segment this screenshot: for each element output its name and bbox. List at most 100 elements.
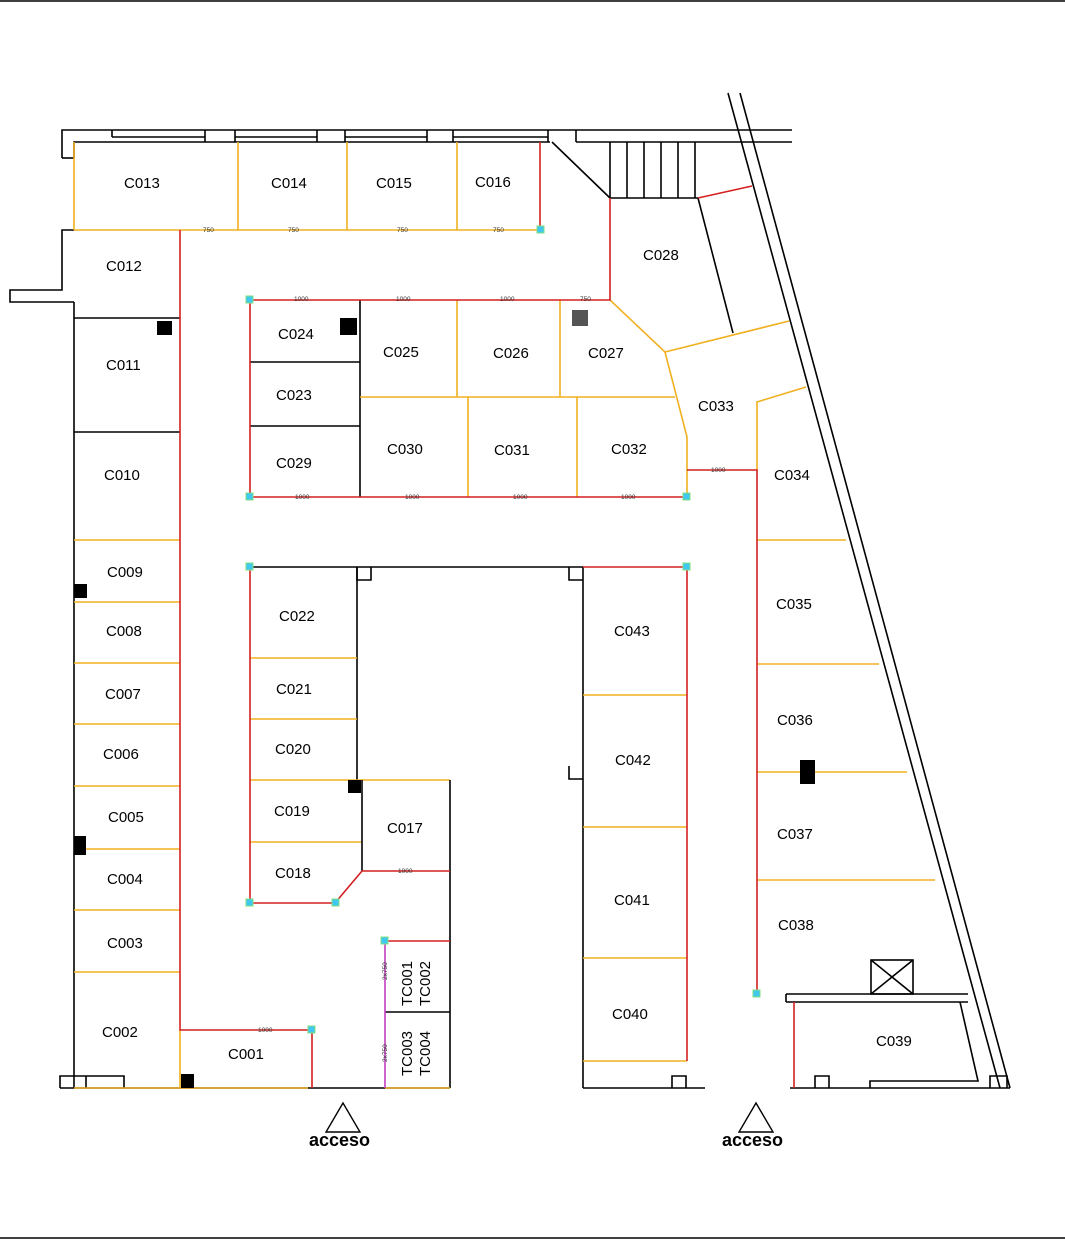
room-label: C036 (777, 712, 813, 729)
dimension-label: 1000 (500, 296, 515, 303)
room-label-rotated: TC004 (417, 1031, 434, 1076)
room-label: C030 (387, 441, 423, 458)
room-label: C032 (611, 441, 647, 458)
pillar (157, 321, 172, 335)
room-label: C016 (475, 174, 511, 191)
route-node (245, 562, 254, 571)
pillar (572, 310, 588, 326)
room-label-rotated: TC002 (417, 961, 434, 1006)
dimension-label: 1000 (258, 1027, 273, 1034)
dimension-label: 1000 (405, 494, 420, 501)
room-label: C021 (276, 681, 312, 698)
dimension-label: 1000 (513, 494, 528, 501)
room-label: C002 (102, 1024, 138, 1041)
pillar (348, 780, 361, 793)
pillar (74, 836, 86, 855)
route-node (380, 936, 389, 945)
pillar (181, 1074, 194, 1088)
east-partitions (664, 185, 980, 1088)
room-label: C043 (614, 623, 650, 640)
pillar (74, 584, 87, 598)
dimension-label: 1000 (398, 868, 413, 875)
pillar (340, 318, 357, 335)
room-label: C003 (107, 935, 143, 952)
room-label: C023 (276, 387, 312, 404)
room-label: C028 (643, 247, 679, 264)
west-row-partitions (73, 142, 181, 1089)
entrance-label: acceso (309, 1130, 370, 1150)
room-label: C006 (103, 746, 139, 763)
route-node (331, 898, 340, 907)
room-label: C015 (376, 175, 412, 192)
dimension-label: 1000 (396, 296, 411, 303)
evacuation-route (179, 142, 758, 1088)
dimension-label: 750 (203, 227, 214, 234)
room-label-rotated: TC003 (399, 1031, 416, 1076)
room-label: C018 (275, 865, 311, 882)
entrance-east: acceso (722, 1101, 783, 1150)
route-node (682, 562, 691, 571)
entrance-triangle-icon (737, 1101, 775, 1133)
room-label: C039 (876, 1033, 912, 1050)
room-label: C029 (276, 455, 312, 472)
room-label: C011 (106, 357, 141, 374)
room-label: C004 (107, 871, 143, 888)
room-label: C037 (777, 826, 813, 843)
room-label: C019 (274, 803, 310, 820)
south-west-block (180, 566, 583, 1089)
dimension-label: 2x750 (382, 962, 389, 980)
room-label: C001 (228, 1046, 264, 1063)
dimension-label: 1000 (294, 296, 309, 303)
room-label: C033 (698, 398, 734, 415)
dimension-label: 750 (397, 227, 408, 234)
pillar (800, 760, 815, 784)
room-label: C034 (774, 467, 810, 484)
room-label: C017 (387, 820, 423, 837)
route-node (245, 898, 254, 907)
room-label: C027 (588, 345, 624, 362)
dimension-label: 2x750 (382, 1044, 389, 1062)
room-labels: C013 C014 C015 C016 C012 C011 C010 C009 … (102, 174, 912, 1076)
south-east-block (568, 567, 687, 1088)
room-label: C026 (493, 345, 529, 362)
room-label: C012 (106, 258, 142, 275)
entrance-label: acceso (722, 1130, 783, 1150)
dimension-label: 1000 (295, 494, 310, 501)
route-node (752, 989, 761, 998)
entrance-west: acceso (309, 1101, 370, 1150)
route-node (245, 492, 254, 501)
route-node (536, 225, 545, 234)
dimension-label: 750 (288, 227, 299, 234)
room-label: C035 (776, 596, 812, 613)
room-label: C005 (108, 809, 144, 826)
room-label: C031 (494, 442, 530, 459)
central-block (250, 299, 688, 497)
north-row-partitions (180, 142, 540, 231)
room-label: C038 (778, 917, 814, 934)
stairs (551, 141, 698, 199)
route-node (307, 1025, 316, 1034)
exterior-walls (9, 92, 1011, 1089)
room-label: C022 (279, 608, 315, 625)
route-nodes (245, 225, 761, 1034)
room-label: C025 (383, 344, 419, 361)
room-label: C013 (124, 175, 160, 192)
room-label: C041 (614, 892, 650, 909)
dimension-label: 750 (493, 227, 504, 234)
room-label: C020 (275, 741, 311, 758)
room-label: C007 (105, 686, 141, 703)
room-label: C008 (106, 623, 142, 640)
route-node (245, 295, 254, 304)
dimensions: 750 750 750 750 750 1000 1000 1000 1000 … (203, 227, 726, 1062)
room-label: C042 (615, 752, 651, 769)
pillars (74, 310, 815, 1088)
room-label: C010 (104, 467, 140, 484)
dimension-label: 1000 (621, 494, 636, 501)
dimension-label: 750 (580, 296, 591, 303)
room-label: C040 (612, 1006, 648, 1023)
entrance-triangle-icon (324, 1101, 362, 1133)
dimension-label: 1000 (711, 467, 726, 474)
room-label: C009 (107, 564, 143, 581)
route-node (682, 492, 691, 501)
